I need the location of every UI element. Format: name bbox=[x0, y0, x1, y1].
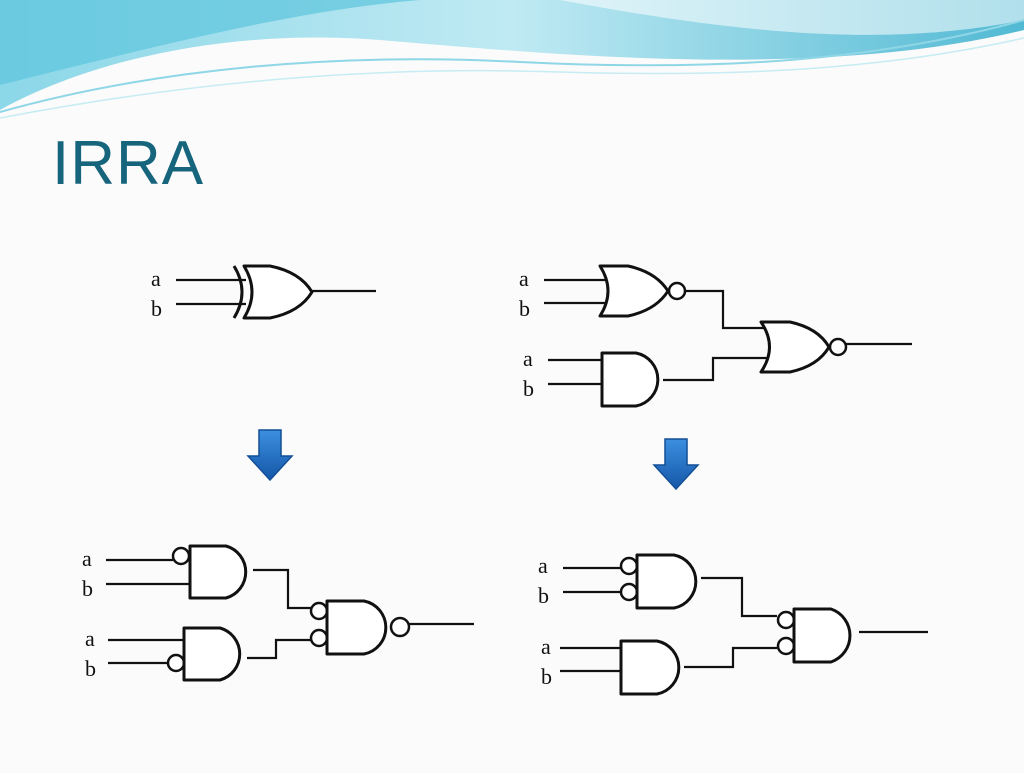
input-label-b: b bbox=[541, 664, 552, 689]
inversion-bubble bbox=[776, 636, 796, 656]
input-label-a: a bbox=[519, 266, 529, 291]
wire bbox=[247, 638, 311, 660]
inversion-bubble bbox=[776, 610, 796, 630]
inversion-bubble bbox=[667, 281, 687, 301]
input-label-a: a bbox=[541, 634, 551, 659]
nor-gate bbox=[759, 320, 831, 374]
input-label-b: b bbox=[85, 656, 96, 681]
and-gate bbox=[619, 639, 681, 696]
nor-gate bbox=[598, 264, 670, 318]
wire bbox=[701, 576, 777, 618]
and-gate bbox=[600, 351, 660, 408]
and-gate bbox=[188, 544, 248, 600]
inversion-bubble bbox=[309, 601, 329, 621]
nand-gate bbox=[325, 599, 388, 656]
inversion-bubble bbox=[309, 628, 329, 648]
xor-gate-extra-arc bbox=[232, 265, 244, 319]
and-gate bbox=[635, 553, 698, 610]
input-label-a: a bbox=[538, 553, 548, 578]
input-label-b: b bbox=[523, 376, 534, 401]
inversion-bubble bbox=[389, 616, 411, 638]
inversion-bubble bbox=[828, 337, 848, 357]
wire bbox=[253, 568, 311, 610]
inversion-bubble bbox=[619, 556, 639, 576]
inversion-bubble bbox=[619, 582, 639, 602]
diagram-top-left: a b bbox=[151, 264, 376, 321]
input-label-b: b bbox=[151, 296, 162, 321]
wire bbox=[684, 646, 777, 669]
wire bbox=[663, 356, 768, 382]
input-label-a: a bbox=[82, 546, 92, 571]
diagram-bottom-right: a b a b bbox=[538, 553, 928, 696]
input-label-a: a bbox=[523, 346, 533, 371]
slide-title: IRRA bbox=[52, 129, 205, 198]
input-label-a: a bbox=[85, 626, 95, 651]
inversion-bubble bbox=[166, 653, 186, 673]
inversion-bubble bbox=[171, 546, 191, 566]
and-gate bbox=[182, 626, 242, 682]
input-label-b: b bbox=[82, 576, 93, 601]
header-wave bbox=[0, 0, 1024, 119]
down-arrow-icon bbox=[246, 429, 294, 482]
wire bbox=[685, 289, 768, 330]
input-label-b: b bbox=[538, 583, 549, 608]
and-gate bbox=[792, 607, 852, 664]
diagram-top-right: a b a b bbox=[519, 264, 912, 408]
input-label-a: a bbox=[151, 266, 161, 291]
xor-gate bbox=[242, 264, 314, 320]
down-arrow-icon bbox=[652, 438, 700, 491]
input-label-b: b bbox=[519, 296, 530, 321]
diagram-bottom-left: a b a b bbox=[82, 544, 474, 682]
